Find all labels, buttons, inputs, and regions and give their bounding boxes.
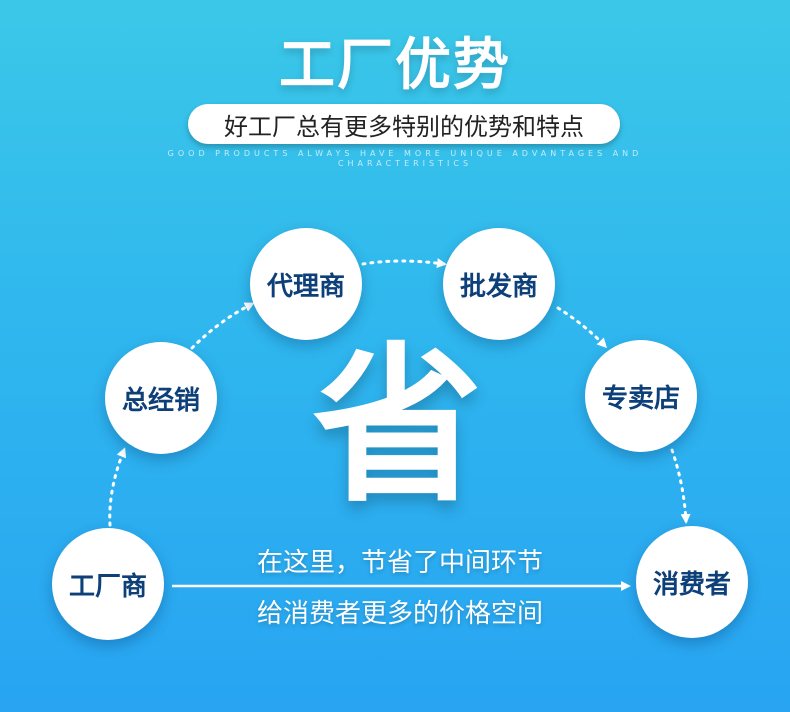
node-general-distributor-label: 总经销 bbox=[121, 385, 200, 416]
message-line-2: 给消费者更多的价格空间 bbox=[256, 599, 543, 629]
save-character: 省 bbox=[312, 328, 483, 526]
dotted-arrow-distributor-to-agent bbox=[190, 302, 255, 350]
node-agent-label: 代理商 bbox=[266, 271, 345, 302]
node-retail-store-label: 专卖店 bbox=[601, 383, 680, 414]
node-consumer-label: 消费者 bbox=[652, 569, 731, 600]
node-factory-label: 工厂商 bbox=[68, 571, 147, 602]
dotted-arrow-agent-to-wholesaler bbox=[361, 258, 447, 269]
subtitle-english: GOOD PRODUCTS ALWAYS HAVE MORE UNIQUE AD… bbox=[167, 149, 643, 168]
message-line-1: 在这里，节省了中间环节 bbox=[256, 548, 543, 578]
node-consumer: 消费者 bbox=[636, 526, 748, 638]
subtitle-text: 好工厂总有更多特别的优势和特点 bbox=[224, 112, 584, 141]
node-agent: 代理商 bbox=[250, 228, 362, 340]
page-title: 工厂优势 bbox=[279, 33, 511, 98]
subtitle-pill: 好工厂总有更多特别的优势和特点 bbox=[188, 104, 620, 144]
dotted-arrow-store-to-consumer bbox=[670, 448, 691, 524]
dotted-arrow-factory-to-distributor bbox=[108, 447, 127, 527]
node-general-distributor: 总经销 bbox=[105, 342, 217, 454]
node-factory: 工厂商 bbox=[52, 528, 164, 640]
dotted-arrow-wholesaler-to-store bbox=[556, 306, 608, 349]
node-wholesaler: 批发商 bbox=[443, 228, 555, 340]
node-retail-store: 专卖店 bbox=[585, 340, 697, 452]
node-wholesaler-label: 批发商 bbox=[459, 271, 538, 302]
